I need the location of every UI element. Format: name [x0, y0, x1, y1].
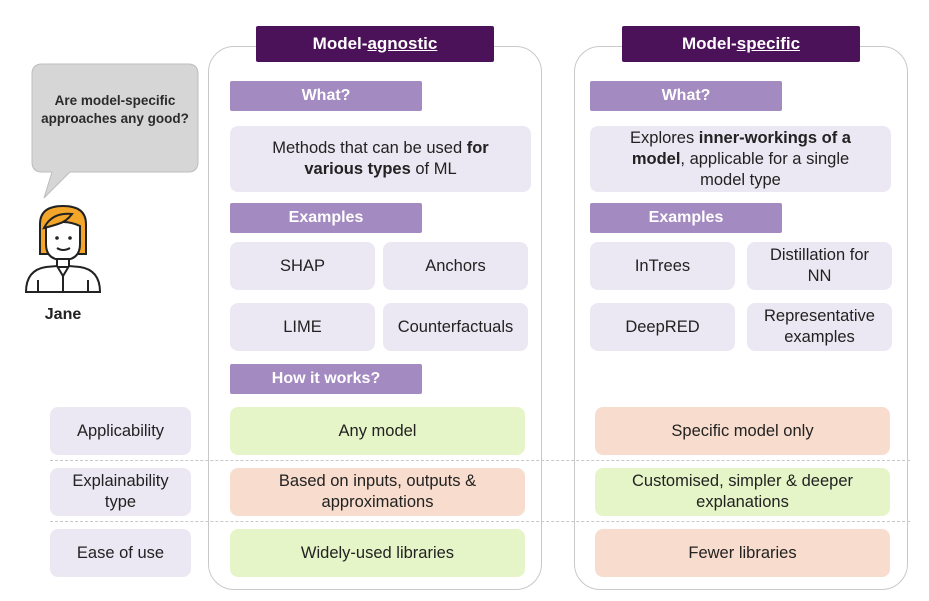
row-label-applicability: Applicability: [50, 407, 191, 455]
agnostic-explainability: Based on inputs, outputs & approximation…: [230, 468, 525, 516]
person-avatar-icon: [24, 204, 102, 293]
agnostic-header-underlined: agnostic: [367, 34, 438, 53]
specific-header-prefix: Model-: [681, 34, 737, 53]
specific-applicability: Specific model only: [595, 407, 890, 455]
specific-header-underlined: specific: [736, 34, 801, 53]
agnostic-ease: Widely-used libraries: [230, 529, 525, 577]
agnostic-what-pre: Methods that can be used: [272, 139, 467, 157]
specific-example-deepred: DeepRED: [590, 303, 735, 351]
agnostic-what-bold: for various types: [304, 139, 489, 178]
agnostic-examples-label: Examples: [230, 203, 422, 233]
specific-what-bold: inner-workings of a model: [631, 128, 851, 168]
speech-bubble-text: Are model-specific approaches any good?: [41, 93, 189, 126]
specific-what-post: , applicable for a single model type: [680, 149, 850, 189]
speech-bubble: [31, 63, 199, 199]
specific-ease: Fewer libraries: [595, 529, 890, 577]
agnostic-header: Model-agnostic: [256, 26, 494, 62]
agnostic-what-label: What?: [230, 81, 422, 111]
agnostic-what-card: Methods that can be used for various typ…: [230, 126, 531, 192]
specific-example-distillation: Distillation for NN: [747, 242, 892, 290]
row-divider: [50, 460, 910, 461]
agnostic-how-label: How it works?: [230, 364, 422, 394]
specific-explainability: Customised, simpler & deeper explanation…: [595, 468, 890, 516]
specific-example-representative: Representative examples: [747, 303, 892, 351]
agnostic-header-prefix: Model-: [312, 34, 368, 53]
specific-header: Model-specific: [622, 26, 860, 62]
specific-examples-label: Examples: [590, 203, 782, 233]
agnostic-example-lime: LIME: [230, 303, 375, 351]
row-divider: [50, 521, 910, 522]
agnostic-example-anchors: Anchors: [383, 242, 528, 290]
specific-what-card: Explores inner-workings of a model, appl…: [590, 126, 891, 192]
row-label-ease: Ease of use: [50, 529, 191, 577]
agnostic-applicability: Any model: [230, 407, 525, 455]
specific-what-label: What?: [590, 81, 782, 111]
row-label-explainability: Explainability type: [50, 468, 191, 516]
specific-what-pre: Explores: [630, 128, 699, 147]
agnostic-example-counterfactuals: Counterfactuals: [383, 303, 528, 351]
person-name: Jane: [44, 306, 82, 323]
agnostic-what-post: of ML: [410, 160, 457, 178]
agnostic-example-shap: SHAP: [230, 242, 375, 290]
specific-example-intrees: InTrees: [590, 242, 735, 290]
